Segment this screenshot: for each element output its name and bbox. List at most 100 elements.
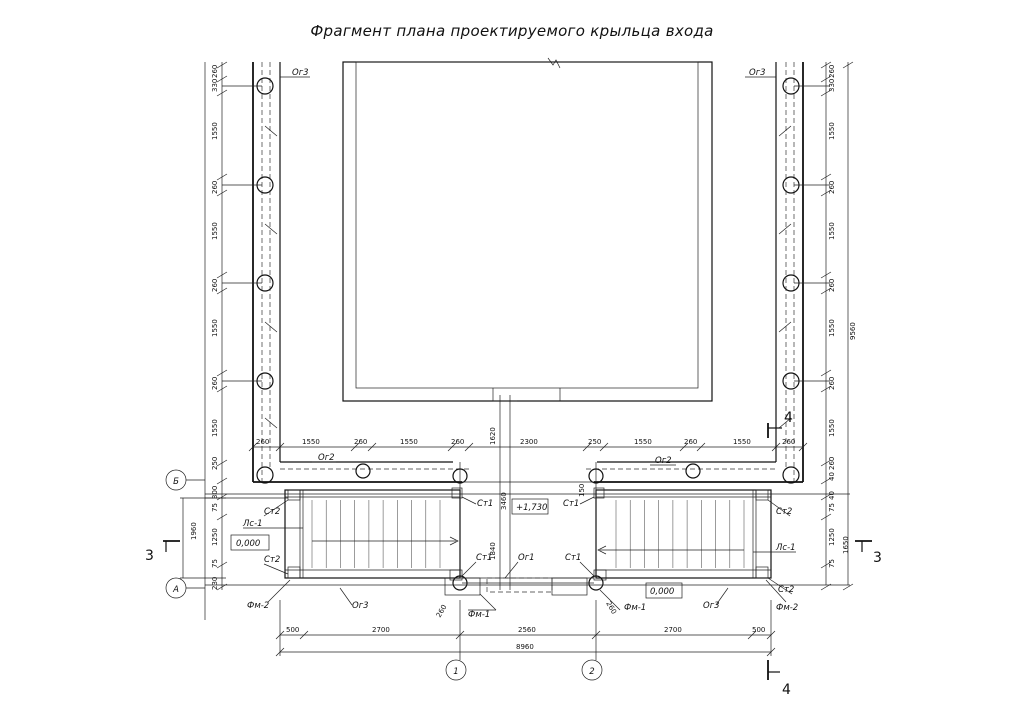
left-staircase — [284, 487, 463, 581]
left-wall — [252, 62, 470, 500]
dim-text: 1960 — [190, 522, 198, 540]
dim-text: 40 — [828, 491, 836, 500]
dim-text: 1550 — [211, 419, 219, 437]
label-og3-bottom-right: Ог3 — [703, 601, 720, 611]
annotations: Ог3 Ог3 Ог2 Ог2 Ст1 Ст1 +1,730 Ст2 Ст2 Л… — [230, 68, 798, 620]
break-line — [547, 57, 561, 69]
dim-text: 260 — [451, 438, 464, 446]
section-label-3-left: 3 — [145, 548, 154, 564]
building-outline — [342, 57, 713, 402]
label-st1-bottom-right: Ст1 — [565, 553, 581, 563]
axis-label-1: 1 — [453, 667, 458, 677]
dim-text: 260 — [211, 65, 219, 78]
dim-text: 1550 — [211, 122, 219, 140]
elevation-left: 0,000 — [236, 539, 260, 549]
label-fm2-right: Фм-2 — [776, 603, 798, 613]
columns — [256, 77, 800, 591]
bottom-dimensions: 500 2700 2560 2700 500 8960 — [275, 600, 776, 660]
dim-text: 260 — [828, 181, 836, 194]
dim-text: 260 — [782, 438, 795, 446]
axis-label-a: А — [172, 585, 179, 595]
dim-text: 75 — [828, 503, 836, 512]
section-label-4-top: 4 — [784, 410, 793, 426]
elevation-box-right — [645, 582, 683, 599]
column — [685, 463, 701, 479]
dim-text: 250 — [211, 457, 219, 470]
dim-text: 250 — [588, 438, 601, 446]
dim-text: 1550 — [828, 319, 836, 337]
dim-text: 260 — [828, 457, 836, 470]
elevation-right: 0,000 — [650, 587, 674, 597]
dim-text: 75 — [828, 559, 836, 568]
dim-text: 8960 — [516, 643, 534, 651]
label-og3-top-right: Ог3 — [749, 68, 766, 78]
column — [452, 468, 468, 484]
dim-text: 260 — [435, 603, 449, 619]
dim-text: 2700 — [664, 626, 682, 634]
right-wall — [586, 62, 804, 500]
central-landing — [444, 395, 594, 596]
axis-markers: Б А 1 2 — [165, 469, 603, 681]
dim-text: 1550 — [828, 122, 836, 140]
dim-text: 260 — [211, 181, 219, 194]
section-markers: 3 3 4 4 — [145, 410, 882, 698]
dim-text: 330 — [211, 79, 219, 92]
elevation-box-left — [230, 534, 270, 551]
label-fm2-left: Фм-2 — [247, 601, 269, 611]
dim-text: 1250 — [828, 528, 836, 546]
axis-bubble-1 — [445, 659, 467, 681]
dim-text: 260 — [684, 438, 697, 446]
dim-text: 9560 — [849, 322, 857, 340]
label-st1-top-right: Ст1 — [563, 499, 579, 509]
axis-label-2: 2 — [589, 667, 594, 677]
dim-text: 500 — [752, 626, 765, 634]
column — [588, 468, 604, 484]
dim-text: 2700 — [372, 626, 390, 634]
dim-text: 150 — [578, 484, 586, 497]
label-og3-bottom-left: Ог3 — [352, 601, 369, 611]
dim-text: 500 — [286, 626, 299, 634]
dim-text: 75 — [211, 559, 219, 568]
dim-text: 1550 — [634, 438, 652, 446]
dim-text: 1550 — [211, 319, 219, 337]
dim-text: 1550 — [733, 438, 751, 446]
label-st1-top-left: Ст1 — [477, 499, 493, 509]
label-st2-left-bottom: Ст2 — [264, 555, 280, 565]
dim-text: 230 — [211, 577, 219, 590]
dim-text: 3460 — [500, 492, 508, 510]
dim-text: 330 — [828, 79, 836, 92]
label-ls1-right: Лс-1 — [775, 543, 796, 553]
dim-text: 260 — [354, 438, 367, 446]
dim-text: 1550 — [211, 222, 219, 240]
drawing-title: Фрагмент плана проектируемого крыльца вх… — [310, 22, 714, 40]
dim-text: 2300 — [520, 438, 538, 446]
column — [256, 466, 274, 484]
right-dimension-texts: 260 330 1550 260 1550 260 1550 260 1550 … — [828, 65, 857, 568]
label-fm1-left: Фм-1 — [468, 610, 490, 620]
top-landing-dimensions: 260 1550 260 1550 260 2300 250 1550 260 … — [248, 427, 808, 619]
label-fm1-right: Фм-1 — [624, 603, 646, 613]
label-og3-top-left: Ог3 — [292, 68, 309, 78]
right-staircase — [593, 487, 772, 581]
dim-text: 260 — [256, 438, 269, 446]
dim-text: 1550 — [400, 438, 418, 446]
elevation-box-top — [511, 498, 549, 515]
label-og2-right: Ог2 — [655, 456, 672, 466]
axis-bubble-2 — [581, 659, 603, 681]
dim-text: 1550 — [828, 222, 836, 240]
label-og1: Ог1 — [518, 553, 535, 563]
dim-text: 1620 — [489, 427, 497, 445]
column — [782, 466, 800, 484]
dim-text: 1550 — [828, 419, 836, 437]
label-og2-left: Ог2 — [318, 453, 335, 463]
axis-label-b: Б — [173, 477, 179, 487]
section-label-3-right: 3 — [873, 550, 882, 566]
dim-text: 260 — [828, 377, 836, 390]
dim-text: 260 — [604, 600, 618, 616]
label-st1-bottom-left: Ст1 — [476, 553, 492, 563]
dim-text: 260 — [211, 279, 219, 292]
dim-text: 1650 — [842, 536, 850, 554]
elevation-top: +1,730 — [516, 503, 547, 513]
right-dimension-chain — [794, 61, 854, 591]
left-dimension-texts: 260 330 1550 260 1550 260 1550 260 1550 … — [190, 65, 219, 590]
